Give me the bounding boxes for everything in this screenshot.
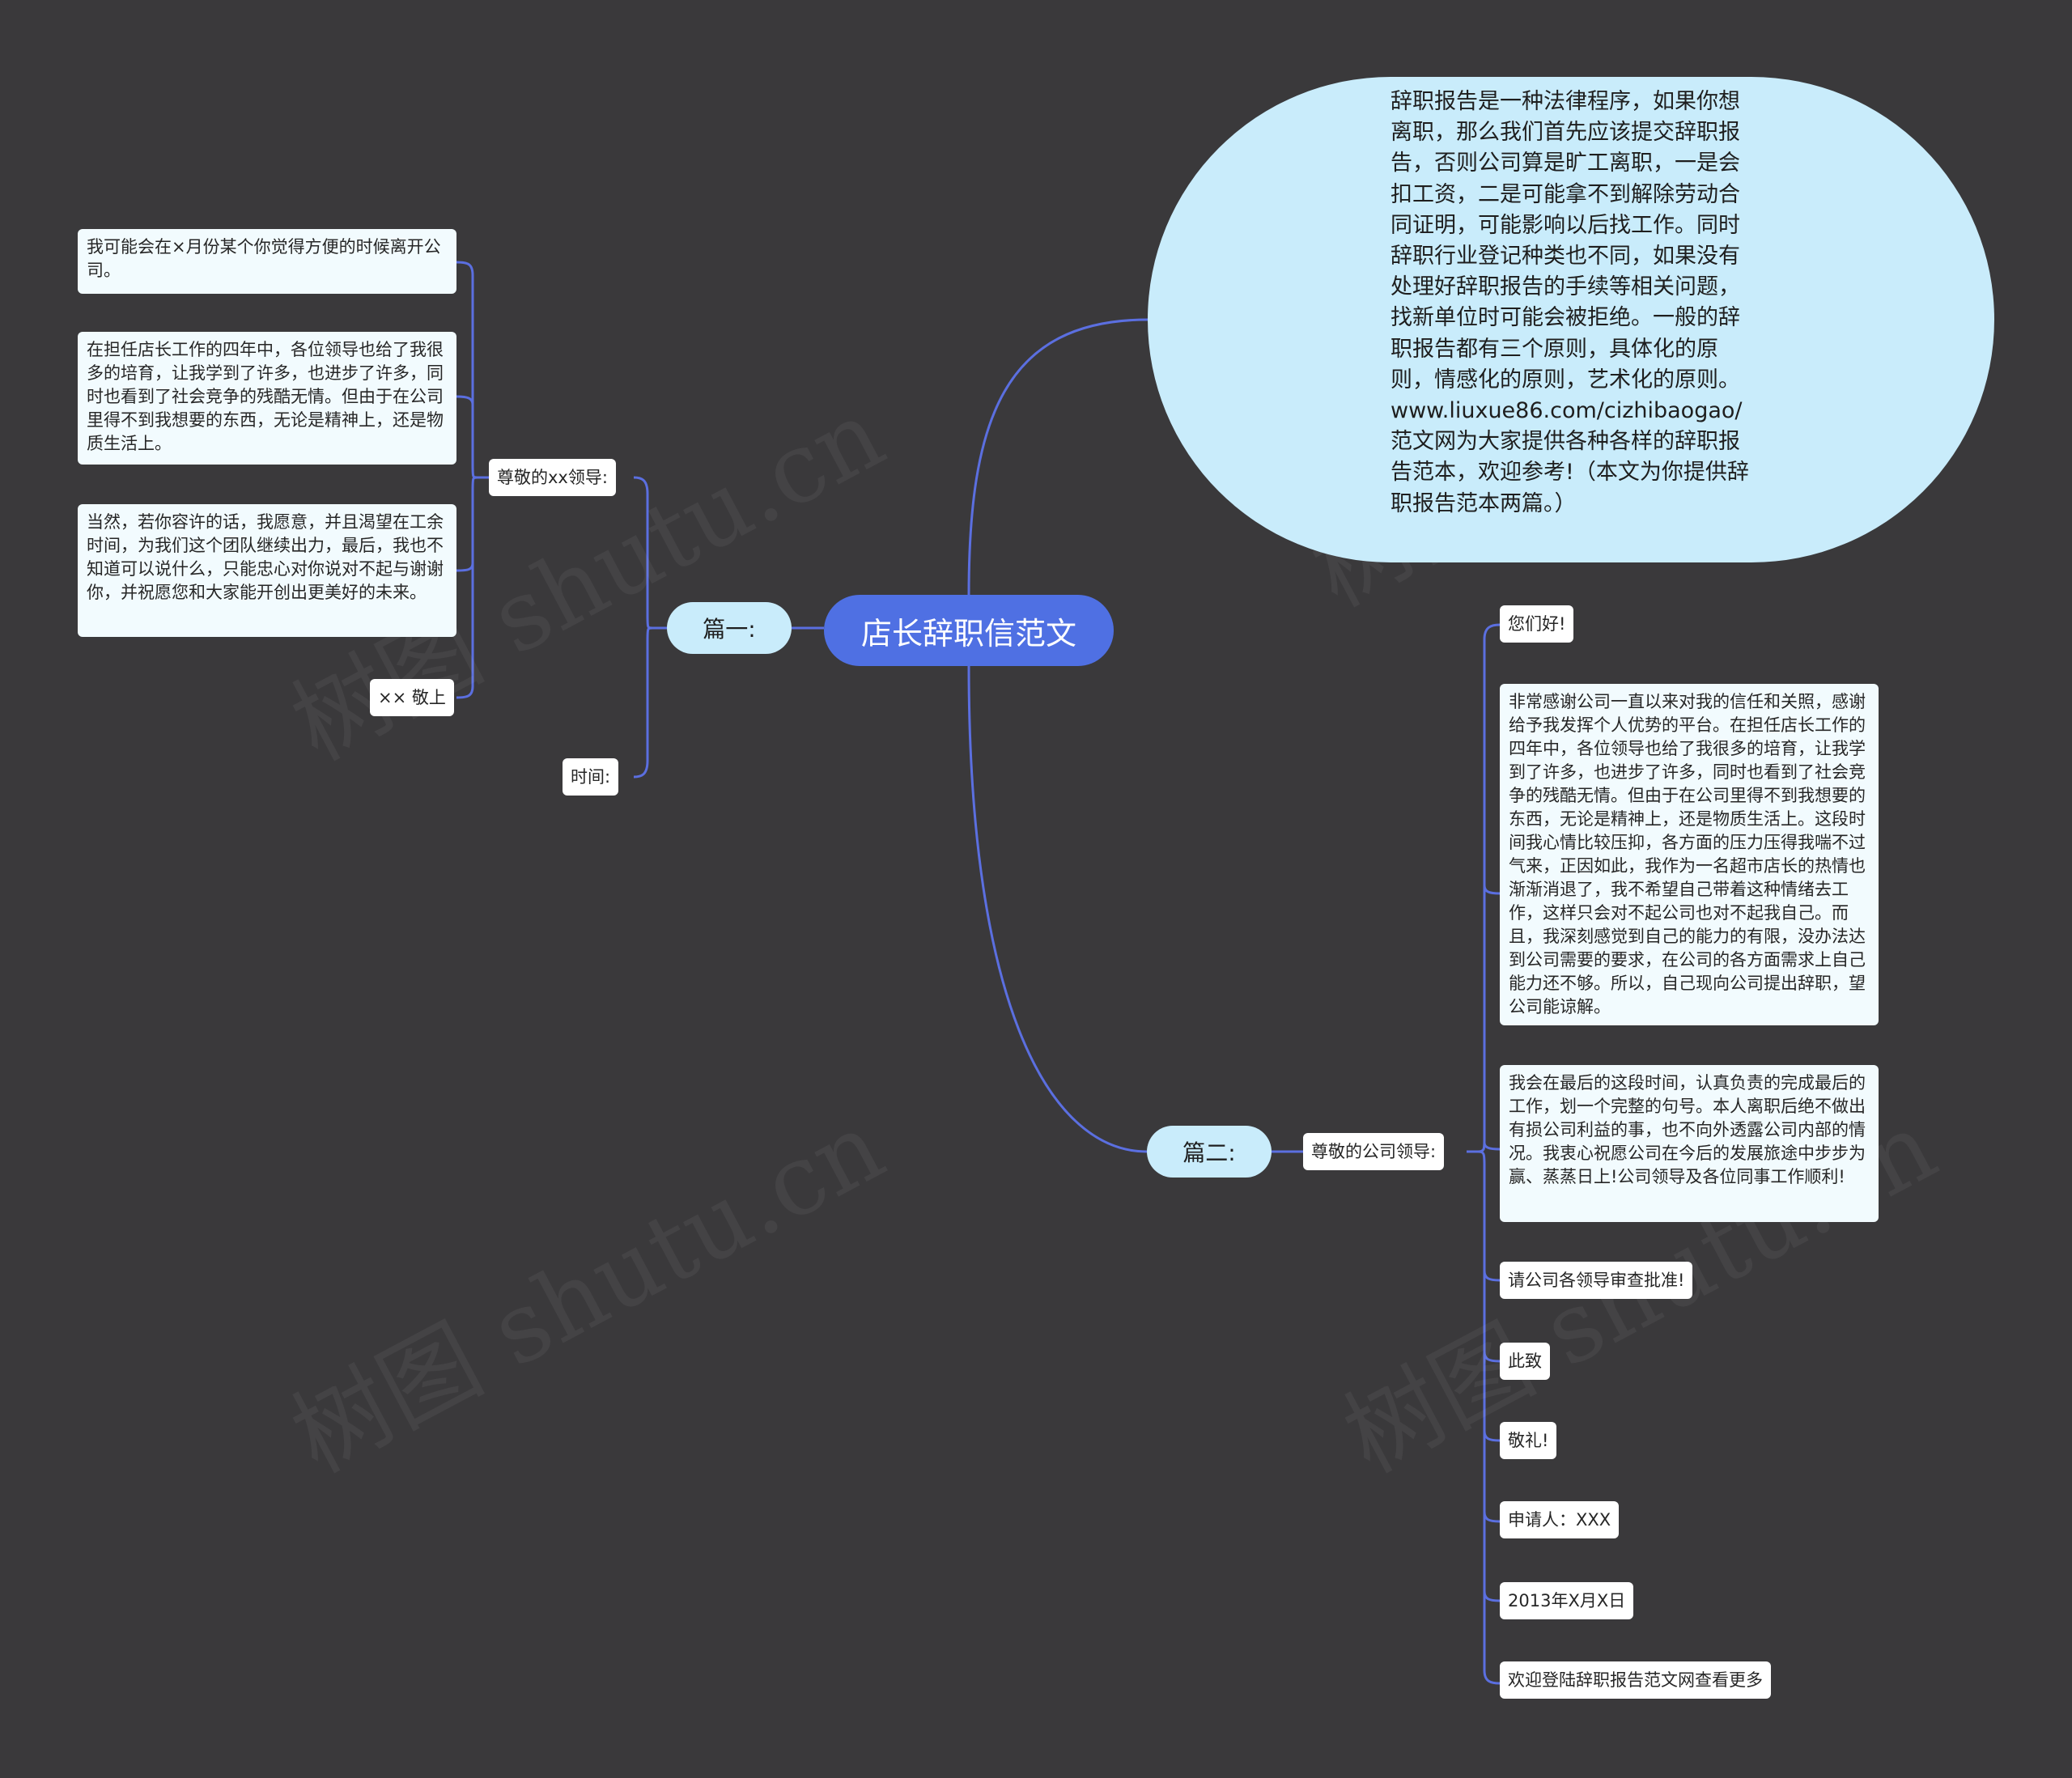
part2-item-6-text: 敬礼! [1508,1431,1549,1450]
root-title: 店长辞职信范文 [860,615,1076,651]
link-sal2-item6 [1483,1430,1501,1442]
part2-item-6[interactable]: 敬礼! [1500,1422,1557,1459]
link-sal2-item2 [1483,885,1501,895]
root-topic[interactable]: 店长辞职信范文 [824,595,1114,666]
part1-item-4[interactable]: ×× 敬上 [370,679,454,716]
part2-item-2-text: 非常感谢公司一直以来对我的信任和关照，感谢给予我发挥个人优势的平台。在担任店长工… [1509,692,1866,1016]
link-sal2-item4 [1483,1270,1501,1282]
part1-item-1-text: 我可能会在×月份某个你觉得方便的时候离开公司。 [87,237,441,280]
part2-salutation-text: 尊敬的公司领导: [1311,1142,1437,1161]
part2-item-9-text: 欢迎登陆辞职报告范文网查看更多 [1508,1670,1763,1690]
link-root-part2 [967,665,1148,1153]
part1-item-4-text: ×× 敬上 [378,688,446,707]
part1-salutation[interactable]: 尊敬的xx领导: [489,459,616,496]
intro-bubble[interactable]: 辞职报告是一种法律程序，如果你想离职，那么我们首先应该提交辞职报告，否则公司算是… [1148,77,1994,562]
link-sal2-bracket-down [1477,1150,1501,1685]
link-sal-item3 [456,476,478,572]
part2-item-5-text: 此致 [1508,1352,1542,1371]
part1-salutation-text: 尊敬的xx领导: [497,468,608,487]
link-sal2-item7 [1483,1511,1501,1523]
link-sal-item4 [456,558,474,699]
part1-item-3[interactable]: 当然，若你容许的话，我愿意，并且渴望在工余时间，为我们这个团队继续出力，最后，我… [78,504,456,637]
part1-time[interactable]: 时间: [563,758,619,796]
part2-salutation[interactable]: 尊敬的公司领导: [1303,1133,1445,1170]
part1-time-text: 时间: [571,767,611,787]
branch-part2-label: 篇二: [1182,1139,1236,1166]
part2-item-8-text: 2013年X月X日 [1508,1591,1626,1610]
link-sal-item1 [456,261,489,479]
part1-item-2-text: 在担任店长工作的四年中，各位领导也给了我很多的培育，让我学到了许多，也进步了许多… [87,340,444,453]
part2-item-9[interactable]: 欢迎登陆辞职报告范文网查看更多 [1500,1661,1771,1699]
part2-item-1-text: 您们好! [1508,614,1566,634]
link-sal2-item5 [1483,1351,1501,1363]
link-root-intro [967,318,1149,596]
link-part1-salutation [633,476,667,630]
part2-item-5[interactable]: 此致 [1500,1343,1550,1380]
part2-item-8[interactable]: 2013年X月X日 [1500,1582,1634,1619]
link-sal2-bracket-up [1467,623,1501,1153]
part2-item-3[interactable]: 我会在最后的这段时间，认真负责的完成最后的工作，划一个完整的句号。本人离职后绝不… [1500,1065,1879,1222]
branch-part1[interactable]: 篇一: [667,602,792,654]
part2-item-7[interactable]: 申请人：XXX [1500,1501,1620,1538]
link-sal-item2 [456,395,474,405]
part2-item-7-text: 申请人：XXX [1508,1510,1611,1530]
part2-item-1[interactable]: 您们好! [1500,605,1574,643]
part2-item-3-text: 我会在最后的这段时间，认真负责的完成最后的工作，划一个完整的句号。本人离职后绝不… [1509,1073,1866,1186]
part1-item-1[interactable]: 我可能会在×月份某个你觉得方便的时候离开公司。 [78,229,456,294]
link-part1-time [633,626,653,779]
link-sal2-item8 [1483,1590,1501,1602]
part1-item-3-text: 当然，若你容许的话，我愿意，并且渴望在工余时间，为我们这个团队继续出力，最后，我… [87,512,444,602]
link-sal2-item3 [1483,1142,1501,1151]
part2-item-2[interactable]: 非常感谢公司一直以来对我的信任和关照，感谢给予我发挥个人优势的平台。在担任店长工… [1500,684,1879,1025]
part2-item-4-text: 请公司各领导审查批准! [1508,1271,1685,1290]
branch-part2[interactable]: 篇二: [1147,1126,1272,1178]
part1-item-2[interactable]: 在担任店长工作的四年中，各位领导也给了我很多的培育，让我学到了许多，也进步了许多… [78,332,456,465]
branch-part1-label: 篇一: [703,616,756,643]
part2-item-4[interactable]: 请公司各领导审查批准! [1500,1262,1693,1299]
intro-text: 辞职报告是一种法律程序，如果你想离职，那么我们首先应该提交辞职报告，否则公司算是… [1391,89,1749,516]
